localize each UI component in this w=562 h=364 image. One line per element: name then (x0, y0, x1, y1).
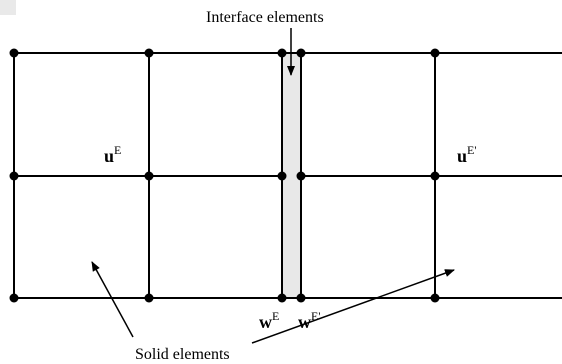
node (430, 171, 440, 181)
u-right-label: uE' (457, 143, 477, 166)
node (296, 293, 306, 303)
node (277, 293, 287, 303)
u-left-label: uE (104, 143, 121, 166)
annotation-arrows (91, 28, 455, 344)
w-left-label: wE (259, 309, 279, 332)
node (430, 48, 440, 58)
node (144, 48, 154, 58)
node (277, 171, 287, 181)
w-left-base: w (259, 312, 272, 332)
corner-mark-icon (0, 0, 16, 15)
node (144, 171, 154, 181)
node (9, 48, 19, 58)
w-right-label: wE' (298, 309, 321, 332)
node (9, 171, 19, 181)
u-left-base: u (104, 146, 114, 166)
solid-arrow-left (91, 261, 134, 338)
node (296, 48, 306, 58)
w-left-sup: E (272, 309, 279, 323)
node (9, 293, 19, 303)
u-right-sup: E' (467, 143, 477, 157)
node (277, 48, 287, 58)
u-right-base: u (457, 146, 467, 166)
node (144, 293, 154, 303)
solid-arrow-right (251, 269, 455, 344)
w-right-sup: E' (311, 309, 321, 323)
u-left-sup: E (114, 143, 121, 157)
w-right-base: w (298, 312, 311, 332)
interface-elements-label: Interface elements (206, 9, 324, 26)
node (430, 293, 440, 303)
mesh-nodes (9, 48, 440, 303)
solid-elements-label: Solid elements (135, 346, 230, 363)
node (296, 171, 306, 181)
